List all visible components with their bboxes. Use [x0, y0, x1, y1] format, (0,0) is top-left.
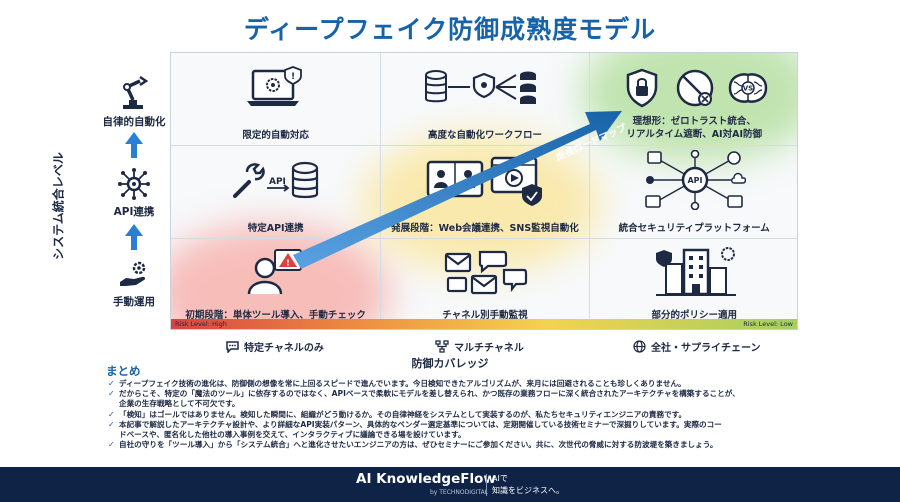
grid-divider	[171, 238, 797, 239]
x-item-enterprise: 全社・サプライチェーン	[633, 339, 761, 354]
arrow-up-icon	[125, 132, 143, 158]
summary-item: ✓「検知」はゴールではありません。検知した瞬間に、組織がどう動けるか。その自律神…	[108, 409, 687, 419]
glow-mid-risk	[361, 133, 601, 273]
network-hub-icon	[118, 168, 150, 200]
manual-hand-gear-icon	[120, 261, 146, 286]
shield-lock-icon	[626, 68, 657, 108]
summary-item: ✓本記事で解説したアーキテクチャ設計や、より詳細なAPI実装パターン、具体的なベ…	[108, 419, 722, 429]
footer-divider	[486, 474, 487, 496]
arrow-up-icon	[125, 224, 143, 250]
brand-name: AI KnowledgeFlow	[356, 471, 496, 487]
y-level-api: API連携	[100, 166, 168, 219]
check-icon: ✓	[108, 440, 115, 450]
cell-label: 特定API連携	[247, 222, 304, 234]
brand-sub: by TECHNODIGITAL	[430, 489, 489, 496]
laptop-gear-icon: !	[247, 66, 302, 106]
svg-text:!: !	[291, 72, 295, 82]
x-item-single-channel: 特定チャネルのみ	[226, 339, 324, 354]
x-item-label: マルチチャネル	[454, 343, 524, 354]
cell-label: 高度な自動化ワークフロー	[427, 130, 542, 141]
risk-low-label: Risk Level: Low	[743, 320, 793, 328]
chat-bubble-icon	[226, 340, 239, 353]
cell-top-left: ! 限定的自動対応	[171, 53, 380, 146]
cell-top-right: VS 理想形：ゼロトラスト統合、 リアルタイム遮断、AI対AI防御	[590, 53, 797, 146]
summary-item: ✓自社の守りを「ツール導入」から「システム統合」へと進化させたいエンジニアの方は…	[108, 440, 718, 450]
wrench-api-database-icon: API	[233, 161, 319, 198]
api-text: API	[687, 176, 702, 185]
cell-label: 統合セキュリティプラットフォーム	[618, 222, 770, 234]
cell-label: 発展段階：Web会議連携、SNS監視自動化	[391, 222, 579, 234]
tagline-line2: 知識をビジネスへ。	[492, 486, 564, 495]
api-text: API	[269, 177, 286, 187]
grid-divider	[380, 53, 381, 329]
risk-high-label: Risk Level: High	[175, 320, 227, 328]
check-icon: ✓	[108, 409, 115, 419]
globe-icon	[633, 340, 646, 353]
x-item-label: 全社・サプライチェーン	[651, 343, 761, 354]
summary-item-continued: ドベースや、匿名化した他社の導入事例を交えて、インタラクティブに議論できる場を設…	[119, 430, 466, 440]
summary-list: ✓ディープフェイク技術の進化は、防御側の想像を常に上回るスピードで進んでいます。…	[108, 379, 808, 450]
summary-title: まとめ	[106, 364, 141, 378]
x-item-multi-channel: マルチチャネル	[435, 339, 524, 354]
page-title: ディープフェイク防御成熟度モデル	[243, 15, 657, 44]
cell-top-mid: 高度な自動化ワークフロー	[380, 53, 589, 146]
y-level-label: 自律的自動化	[102, 116, 166, 128]
cell-label: チャネル別手動監視	[442, 310, 528, 322]
cell-mid-right: API 統合セキュリティプラットフォーム	[590, 146, 797, 239]
cell-bot-mid: チャネル別手動監視	[380, 238, 589, 329]
x-axis-label: 防御カバレッジ	[411, 357, 489, 370]
grid-divider	[589, 53, 590, 329]
cell-mid-left: API 特定API連携	[171, 146, 380, 239]
corporate-policy-icon	[655, 247, 736, 297]
y-level-label: 手動運用	[113, 296, 155, 308]
x-item-label: 特定チャネルのみ	[244, 343, 324, 354]
y-level-autonomous: 自律的自動化	[100, 72, 168, 129]
robot-arm-icon	[123, 75, 149, 109]
check-icon: ✓	[108, 389, 115, 399]
api-platform-hub-icon: API	[644, 149, 746, 210]
svg-text:!: !	[286, 259, 290, 268]
cell-label: リアルタイム遮断、AI対AI防御	[626, 129, 762, 140]
y-level-manual: 手動運用	[100, 258, 168, 309]
summary-item: ✓ディープフェイク技術の進化は、防御側の想像を常に上回るスピードで進んでいます。…	[108, 379, 686, 388]
tagline-line1: AIで	[492, 474, 508, 483]
summary-item: ✓だからこそ、特定の「魔法のツール」に依存するのではなく、APIベースで柔軟にモ…	[108, 389, 740, 399]
grid-divider	[171, 145, 797, 146]
cell-label: 理想形：ゼロトラスト統合、	[632, 116, 756, 127]
risk-gradient-bar	[171, 319, 797, 329]
zero-trust-icons: VS	[626, 68, 767, 108]
y-level-label: API連携	[113, 206, 155, 218]
ai-vs-ai-icon: VS	[728, 73, 767, 103]
cell-label: 初期段階：単体ツール導入、手動チェック	[185, 310, 366, 322]
summary-item-continued: 企業の生存戦略として不可欠です。	[119, 399, 240, 409]
database-workflow-icon	[425, 70, 537, 104]
cell-label: 部分的ポリシー適用	[651, 310, 737, 322]
multi-channel-icon	[435, 340, 449, 353]
check-icon: ✓	[108, 419, 115, 429]
maturity-grid: ! 限定的自動対応 高度な自動化ワークフロー	[170, 52, 798, 330]
footer-bar: AI KnowledgeFlow by TECHNODIGITAL AIで 知識…	[0, 467, 900, 502]
cell-label: 限定的自動対応	[242, 130, 309, 141]
block-icon	[676, 69, 713, 107]
mail-chat-icon	[445, 251, 528, 295]
check-icon: ✓	[108, 379, 115, 388]
cell-bot-right: 部分的ポリシー適用	[590, 238, 797, 329]
vs-text: VS	[742, 85, 752, 93]
